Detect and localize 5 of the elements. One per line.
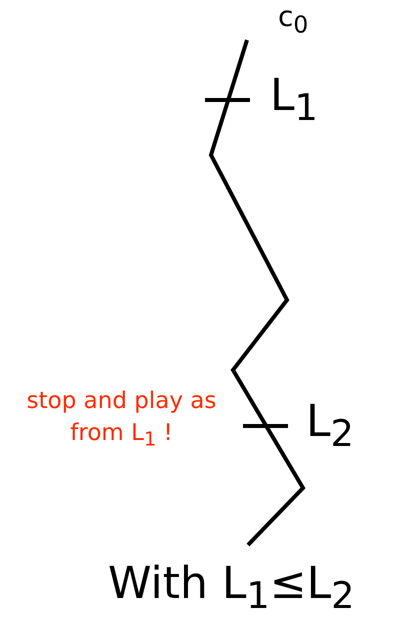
note-text: stop and play as from L$_{1}$ !	[26, 387, 218, 453]
point-label: c$_{0}$	[278, 2, 308, 38]
variable-label: L$_{2}$	[306, 398, 354, 454]
condition-text: With L$_{1}$≤L$_{2}$	[108, 560, 354, 616]
variable-label: L$_{1}$	[270, 72, 318, 128]
